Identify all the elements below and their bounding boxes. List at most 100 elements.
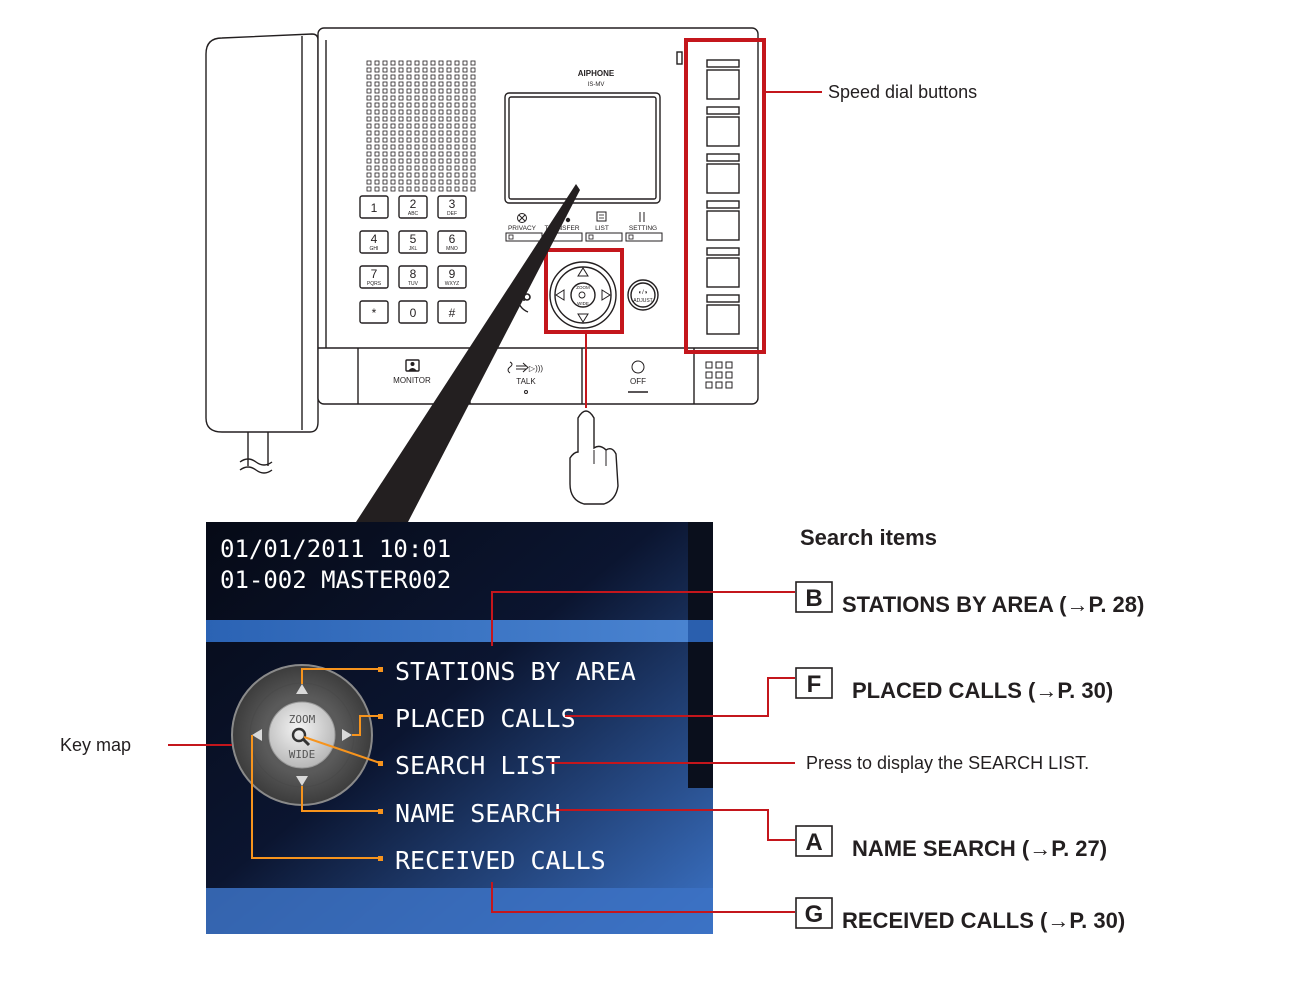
keypad-digit: 5 — [410, 232, 417, 246]
keymap-zoom-label: ZOOM — [289, 713, 316, 726]
speed-dial-button[interactable] — [706, 59, 740, 100]
nav-right-arrow-icon[interactable] — [601, 289, 611, 301]
keypad-letters: GHI — [370, 246, 379, 252]
keypad-digit: 0 — [410, 306, 417, 320]
lcd-key-map: ZOOM WIDE — [231, 664, 373, 806]
lcd-station-info: 01-002 MASTER002 — [220, 566, 451, 594]
callout-leaders — [491, 591, 795, 913]
keypad-digit: # — [449, 306, 456, 320]
speed-dial-button[interactable] — [706, 153, 740, 194]
speed-dial-buttons — [706, 59, 740, 335]
speed-dial-button[interactable] — [706, 247, 740, 288]
talk-label: TALK — [516, 377, 536, 386]
keypad-digit: 3 — [449, 197, 456, 211]
keypad-letters: WXYZ — [445, 281, 459, 287]
monitor-button[interactable]: MONITOR — [393, 359, 431, 385]
device-lcd — [504, 92, 661, 204]
off-button[interactable]: OFF — [628, 360, 648, 393]
speed-dial-highlight — [684, 38, 766, 354]
keypad-letters: JKL — [409, 246, 418, 252]
keymap-connectors — [251, 668, 381, 859]
keypad-letters: TUV — [408, 281, 419, 287]
search-item-f-letter: F — [807, 671, 822, 698]
keymap-up-icon — [296, 684, 308, 694]
transfer-label: TRANSFER — [544, 225, 579, 232]
keypad-digit: 2 — [410, 197, 417, 211]
handset — [205, 33, 319, 474]
indicator-led — [676, 51, 683, 65]
keypad-digit: 8 — [410, 267, 417, 281]
search-item-f-text: PLACED CALLS (→P. 30) — [852, 678, 1113, 703]
nav-wide-label: WIDE — [577, 301, 589, 306]
search-item-b-text: STATIONS BY AREA (→P. 28) — [842, 592, 1144, 617]
search-item-a-letter: A — [805, 829, 822, 856]
zoom-wedge — [356, 184, 580, 522]
keypad-key[interactable]: # — [437, 300, 467, 324]
keymap-left-icon — [252, 729, 262, 741]
lcd-menu-placed-calls[interactable]: PLACED CALLS — [395, 704, 576, 733]
setting-button[interactable]: SETTING — [625, 212, 663, 242]
adjust-icon: ◐/◑ — [639, 290, 648, 296]
speed-dial-button[interactable] — [706, 106, 740, 147]
monitor-label: MONITOR — [393, 376, 431, 385]
keypad-letters: DEF — [447, 211, 457, 217]
search-item-g: G RECEIVED CALLS (→P. 30) — [795, 897, 1125, 933]
search-item-g-text: RECEIVED CALLS (→P. 30) — [842, 908, 1125, 933]
search-list-note: Press to display the SEARCH LIST. — [806, 753, 1089, 773]
keypad-key[interactable]: 1 — [359, 195, 389, 219]
lcd-menu-received-calls[interactable]: RECEIVED CALLS — [395, 846, 606, 875]
master-station-device: AIPHONE IS-MV PRIVACY TRANSFER — [205, 27, 759, 474]
keypad-key[interactable]: 0 — [398, 300, 428, 324]
search-item-a: A NAME SEARCH (→P. 27) — [795, 825, 1107, 861]
pressing-finger-icon — [569, 410, 619, 505]
mic-grille — [705, 361, 733, 389]
keypad-digit: 7 — [371, 267, 378, 281]
model-label: IS-MV — [588, 82, 605, 88]
speaker-icon: ▷))) — [529, 364, 543, 373]
keypad-digit: 4 — [371, 232, 378, 246]
lcd-menu-name-search[interactable]: NAME SEARCH — [395, 799, 561, 828]
speed-dial-callout: Speed dial buttons — [828, 82, 977, 102]
search-items-title: Search items — [800, 525, 937, 550]
adjust-button[interactable]: ◐/◑ ADJUST — [627, 279, 659, 311]
keypad-digit: * — [372, 306, 377, 320]
keypad-digit: 9 — [449, 267, 456, 281]
keypad-letters: MNO — [446, 246, 458, 252]
lcd-menu-stations-by-area[interactable]: STATIONS BY AREA — [395, 657, 636, 686]
speed-dial-button[interactable] — [706, 200, 740, 241]
nav-pad[interactable]: ZOOM WIDE — [549, 261, 617, 329]
nav-up-arrow-icon[interactable] — [577, 267, 589, 277]
talk-button[interactable]: ▷))) TALK — [507, 361, 543, 394]
key-map-callout: Key map — [60, 735, 131, 755]
nav-magnifier-icon — [578, 291, 586, 299]
nav-zoom-label: ZOOM — [576, 285, 590, 290]
keymap-magnifier-icon — [291, 727, 307, 743]
keypad-digit: 1 — [371, 201, 378, 215]
nav-left-arrow-icon[interactable] — [555, 289, 565, 301]
search-item-a-text: NAME SEARCH (→P. 27) — [852, 836, 1107, 861]
speaker-grille — [366, 60, 476, 192]
lcd-scrollbar[interactable] — [688, 522, 738, 788]
lcd-screen: 01/01/2011 10:01 01-002 MASTER002 ZOOM W… — [206, 522, 738, 934]
nav-pad-highlight — [544, 248, 624, 334]
keymap-down-icon — [296, 776, 308, 786]
lcd-menu-search-list[interactable]: SEARCH LIST — [395, 751, 561, 780]
list-label: LIST — [595, 225, 609, 232]
nav-down-arrow-icon[interactable] — [577, 313, 589, 323]
speed-dial-button[interactable] — [706, 294, 740, 335]
keymap-wide-label: WIDE — [289, 748, 316, 761]
keypad-key[interactable]: * — [359, 300, 389, 324]
list-button[interactable]: LIST — [585, 211, 623, 242]
search-item-f: F PLACED CALLS (→P. 30) — [795, 667, 1113, 703]
adjust-label: ADJUST — [633, 298, 652, 304]
search-item-g-letter: G — [805, 901, 824, 928]
off-label: OFF — [630, 377, 646, 386]
